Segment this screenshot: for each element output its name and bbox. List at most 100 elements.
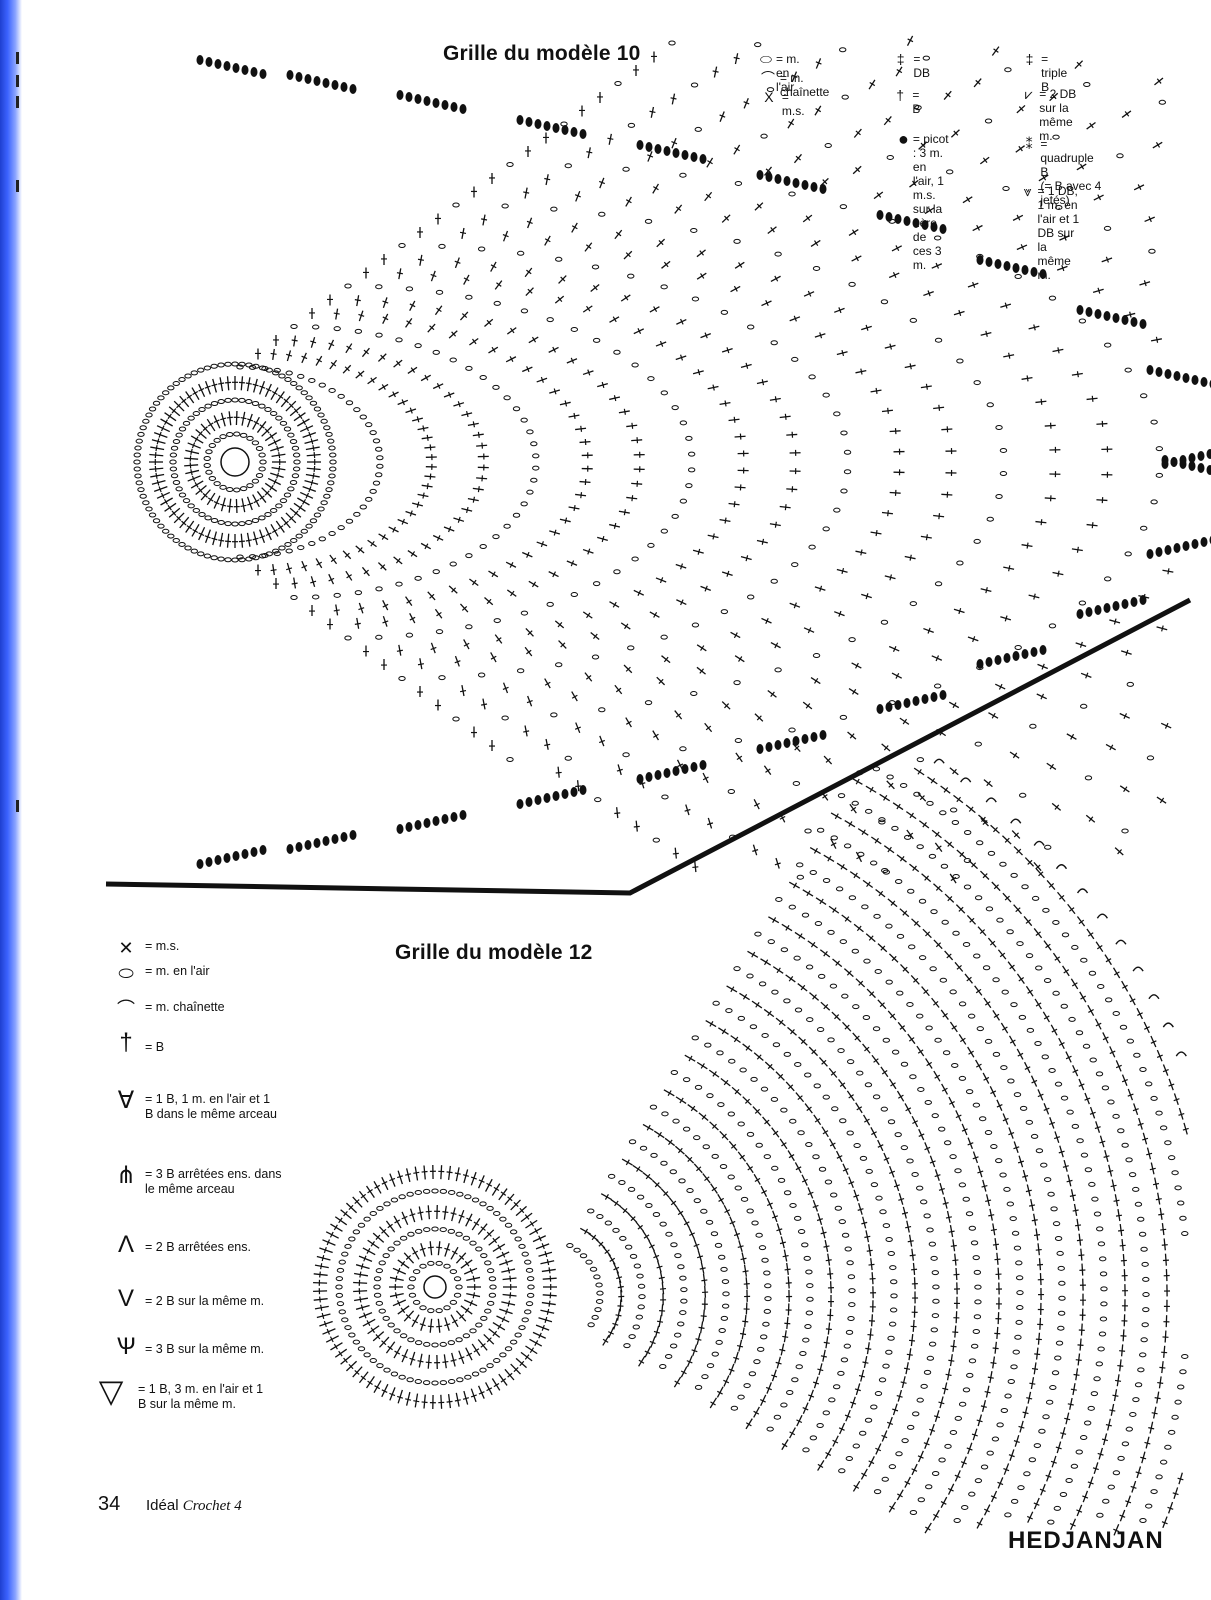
- picot-dot: [241, 849, 249, 859]
- picot-dot: [1121, 315, 1129, 325]
- centre-ring: [423, 1275, 447, 1299]
- picot-dot: [681, 150, 689, 160]
- picot-dot: [250, 67, 258, 77]
- page-number: 34: [98, 1493, 121, 1515]
- picot-dot: [1112, 601, 1120, 611]
- slip-stitch-arc: [985, 797, 997, 803]
- picot-dot: [313, 76, 321, 86]
- legend-text: = 2 B arrêtées ens.: [145, 1240, 251, 1254]
- picot-dot: [1188, 461, 1196, 471]
- picot-dot: [1094, 605, 1102, 615]
- picot-dot: [792, 178, 800, 188]
- legend-item: Λ = 2 B arrêtées ens.: [113, 1231, 251, 1258]
- chain-oval-icon: ⬭: [118, 963, 134, 983]
- picot-dot: [663, 146, 671, 156]
- picot-dot: [241, 65, 249, 75]
- picot-dot: [423, 818, 431, 828]
- legend-text: = triple B: [1041, 52, 1068, 94]
- picot-dot: [1130, 317, 1138, 327]
- picot-dot: [819, 730, 827, 740]
- picot-dot: [405, 92, 413, 102]
- picot-dot: [349, 830, 357, 840]
- picot-dot: [876, 704, 884, 714]
- legend-text: = m.s.: [145, 939, 180, 953]
- legend-item: X = m.s.: [760, 90, 809, 118]
- picot-dot: [1121, 599, 1129, 609]
- picot-dot: [570, 787, 578, 797]
- slip-stitch-arc: [1076, 888, 1089, 894]
- chart-12-title: Grille du modèle 12: [395, 941, 593, 964]
- legend-item: ⬭ = m. en l'air: [113, 963, 209, 983]
- picot-dot: [552, 123, 560, 133]
- picot-dot: [1012, 263, 1020, 273]
- picot-dot: [1200, 377, 1208, 387]
- treble-icon: †: [119, 1029, 133, 1056]
- legend-text: = m. chaînette: [145, 1000, 225, 1014]
- picot-dot: [259, 845, 267, 855]
- legend-text: = 1 B, 1 m. en l'air et 1 B dans le même…: [145, 1092, 278, 1121]
- picot-dot: [450, 102, 458, 112]
- picot-dot: [985, 657, 993, 667]
- picot-dot: [340, 832, 348, 842]
- slip-stitch-arc: [1010, 818, 1022, 824]
- scan-credit: HEDJANJAN: [1008, 1527, 1164, 1554]
- picot-dot: [819, 184, 827, 194]
- picot-dot: [783, 738, 791, 748]
- picot-dot: [1206, 465, 1211, 475]
- picot-dot: [672, 766, 680, 776]
- picot-dot: [1197, 463, 1205, 473]
- picot-dot: [894, 700, 902, 710]
- picot-dot: [994, 655, 1002, 665]
- picot-dot: [894, 214, 902, 224]
- slip-stitch-arc: [1033, 840, 1045, 846]
- legend-item: ● = picot : 3 m. en l'air, 1 m.s. sur la…: [898, 130, 949, 272]
- slip-stitch-arc: [1162, 1022, 1174, 1028]
- picot-dot: [304, 840, 312, 850]
- picot-dot: [432, 98, 440, 108]
- legend-item: † = B: [892, 88, 926, 116]
- picot-dot: [1173, 371, 1181, 381]
- picot-dot: [396, 90, 404, 100]
- picot-dot: [1139, 595, 1147, 605]
- picot-dot: [286, 70, 294, 80]
- picot-dot: [1030, 267, 1038, 277]
- legend-text: = 1 B, 3 m. en l'air et 1 B sur la même …: [138, 1382, 264, 1411]
- slip-stitch-arc: [1055, 864, 1068, 870]
- picot-dot: [1021, 265, 1029, 275]
- picot-dot: [801, 180, 809, 190]
- picot-dot: [1179, 455, 1187, 465]
- slip-stitch-arc: [1096, 913, 1108, 919]
- legend-item: ▽ = 1 B, 3 m. en l'air et 1 B sur la mêm…: [90, 1375, 264, 1412]
- picot-dot: [699, 760, 707, 770]
- legend-item: ⋔ = 3 B arrêtées ens. dans le même arcea…: [113, 1164, 282, 1197]
- picot-dot: [885, 702, 893, 712]
- picot-dot: [441, 814, 449, 824]
- picot-dot: [331, 80, 339, 90]
- picot-dot: [304, 74, 312, 84]
- picot-dot: [1003, 261, 1011, 271]
- single-crochet-x-icon: ✕: [118, 938, 134, 958]
- picot-dot: [223, 853, 231, 863]
- picot-dot: [1146, 365, 1154, 375]
- picot-dot: [1164, 545, 1172, 555]
- picot-dot: [196, 55, 204, 65]
- picot-dot: [1164, 369, 1172, 379]
- picot-dot: [414, 820, 422, 830]
- spine-mark: [16, 180, 19, 192]
- picot-dot: [570, 127, 578, 137]
- two-b-together-icon: Λ: [117, 1231, 135, 1258]
- three-b-same-stitch-icon: Ѱ: [116, 1333, 136, 1360]
- picot-dot: [930, 222, 938, 232]
- chain-oval-icon: ⬭: [760, 51, 772, 67]
- magazine-title: Idéal: [146, 1497, 179, 1514]
- slip-stitch-arc-icon: ⌒: [117, 999, 135, 1019]
- picot-dot: [765, 172, 773, 182]
- picot-dot: [876, 210, 884, 220]
- picot-dot: [205, 857, 213, 867]
- picot-dot: [921, 220, 929, 230]
- legend-item: † = B: [113, 1029, 164, 1056]
- picot-dot: [295, 72, 303, 82]
- picot-dot: [756, 170, 764, 180]
- picot-dot: [1130, 597, 1138, 607]
- picot-dot: [783, 176, 791, 186]
